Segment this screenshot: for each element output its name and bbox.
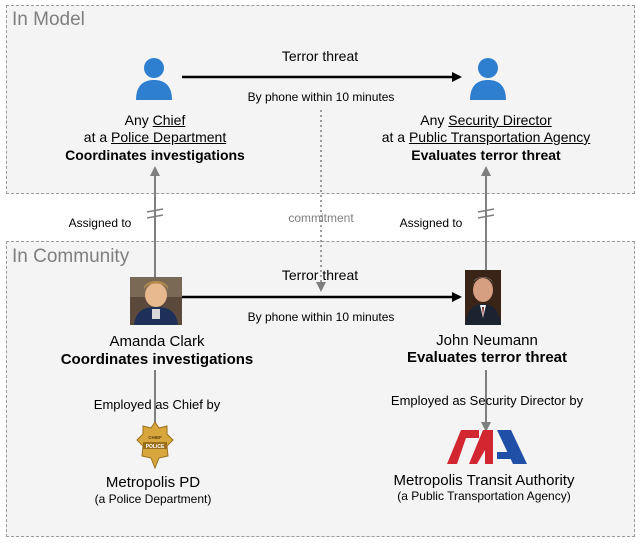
community-panel-title: In Community bbox=[12, 246, 130, 267]
assigned-right-tick-1 bbox=[477, 208, 495, 213]
model-message-label: Terror threat bbox=[281, 48, 359, 64]
commitment-label: commitment bbox=[288, 211, 354, 225]
assigned-right-tick-2 bbox=[477, 214, 495, 219]
model-left-role-line1: Any Chief bbox=[124, 112, 186, 128]
model-right-activity: Evaluates terror threat bbox=[411, 147, 561, 163]
model-right-role-line1: Any Security Director bbox=[420, 112, 552, 128]
assigned-left-label: Assigned to bbox=[68, 216, 132, 230]
assigned-right-label: Assigned to bbox=[399, 216, 463, 230]
left-person-activity: Coordinates investigations bbox=[60, 351, 254, 368]
left-org-type: (a Police Department) bbox=[94, 492, 212, 506]
model-left-activity: Coordinates investigations bbox=[65, 147, 245, 163]
amanda-clark-photo bbox=[130, 277, 182, 325]
community-message-label: Terror threat bbox=[281, 267, 359, 283]
right-org-type: (a Public Transportation Agency) bbox=[397, 489, 571, 503]
community-message-timing: By phone within 10 minutes bbox=[247, 310, 395, 324]
person-icon bbox=[470, 58, 506, 100]
model-right-role-line2: at a Public Transportation Agency bbox=[381, 129, 591, 145]
right-org-name: Metropolis Transit Authority bbox=[393, 472, 575, 489]
model-message-timing: By phone within 10 minutes bbox=[247, 90, 395, 104]
right-person-name: John Neumann bbox=[436, 332, 538, 349]
model-left-role-line2: at a Police Department bbox=[83, 129, 227, 145]
person-icon bbox=[136, 58, 172, 100]
john-neumann-photo bbox=[465, 270, 501, 325]
model-panel bbox=[6, 5, 635, 194]
assigned-left-tick-2 bbox=[146, 214, 164, 219]
model-panel-title: In Model bbox=[12, 9, 85, 30]
left-employment-label: Employed as Chief by bbox=[93, 397, 221, 412]
left-person-name: Amanda Clark bbox=[109, 333, 205, 350]
assigned-left-tick-1 bbox=[146, 208, 164, 213]
left-org-name: Metropolis PD bbox=[105, 474, 201, 491]
right-employment-label: Employed as Security Director by bbox=[390, 393, 584, 408]
right-person-activity: Evaluates terror threat bbox=[406, 349, 568, 366]
